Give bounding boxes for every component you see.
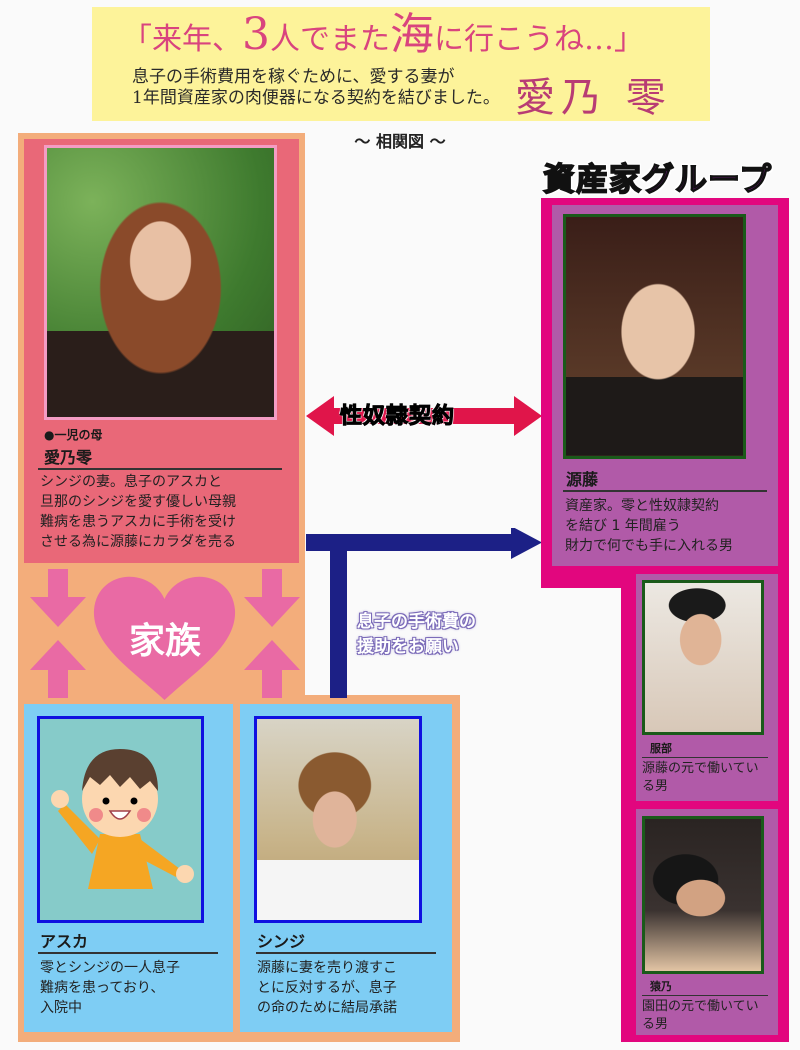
desc-line: 難病を患っており、 bbox=[40, 980, 165, 996]
subtitle-line: 1年間資産家の肉便器になる契約を結びました。 bbox=[132, 88, 500, 108]
desc-line: る男 bbox=[642, 1017, 669, 1032]
request-line: 息子の手術費の bbox=[357, 612, 476, 632]
subtitle-line: 息子の手術費用を稼ぐために、愛する妻が bbox=[132, 67, 455, 87]
rei-name: 愛乃零 bbox=[44, 448, 93, 467]
hattori-description: 源藤の元で働いてい る男 bbox=[642, 760, 777, 796]
quote-part: に行こうね…」 bbox=[434, 22, 644, 57]
rei-subtitle: ●一児の母 bbox=[44, 428, 103, 442]
quote-part: 人でまた bbox=[270, 22, 390, 57]
desc-line: る男 bbox=[642, 779, 669, 794]
banner-quote: 「来年、3人でまた海に行こうね…」 bbox=[122, 13, 644, 58]
rei-description: シンジの妻。息子のアスカと 旦那のシンジを愛す優しい母親 難病を患うアスカに手術… bbox=[40, 472, 290, 552]
desc-line: 零とシンジの一人息子 bbox=[40, 960, 180, 976]
quote-sea: 海 bbox=[390, 9, 434, 60]
rei-photo bbox=[44, 145, 277, 420]
request-label: 息子の手術費の 援助をお願い bbox=[357, 610, 476, 660]
divider bbox=[642, 757, 768, 758]
double-arrow-icon bbox=[306, 396, 542, 436]
desc-line: 源藤に妻を売り渡すこ bbox=[257, 960, 397, 976]
asuka-name: アスカ bbox=[40, 932, 89, 951]
request-arrow-icon bbox=[306, 528, 542, 698]
divider bbox=[38, 468, 282, 470]
shinji-name: シンジ bbox=[257, 932, 306, 951]
divider bbox=[563, 490, 767, 492]
genfuji-name: 源藤 bbox=[566, 470, 599, 489]
actress-name: 愛乃 零 bbox=[515, 75, 672, 121]
title-banner: 「来年、3人でまた海に行こうね…」 息子の手術費用を稼ぐために、愛する妻が 1年… bbox=[92, 7, 710, 121]
sarno-description: 園田の元で働いてい る男 bbox=[642, 998, 777, 1034]
divider bbox=[256, 952, 436, 954]
arrow-up-icon bbox=[30, 640, 86, 698]
child-illustration-icon bbox=[51, 749, 194, 889]
banner-subtitle: 息子の手術費用を稼ぐために、愛する妻が 1年間資産家の肉便器になる契約を結びまし… bbox=[132, 67, 500, 109]
arrow-up-icon bbox=[244, 640, 300, 698]
desc-line: の命のために結局承諾 bbox=[257, 1000, 397, 1016]
sarno-name: 猿乃 bbox=[650, 980, 672, 993]
hattori-photo bbox=[642, 580, 764, 735]
desc-line: 園田の元で働いてい bbox=[642, 999, 759, 1014]
contract-label: 性奴隷契約 bbox=[339, 404, 456, 430]
desc-line: させる為に源藤にカラダを売る bbox=[40, 534, 236, 550]
shinji-photo bbox=[254, 716, 422, 923]
desc-line: 旦那のシンジを愛す優しい母親 bbox=[40, 494, 236, 510]
arrow-down-icon bbox=[244, 569, 300, 627]
desc-line: を結び 1 年間雇う bbox=[565, 518, 681, 534]
desc-line: 資産家。零と性奴隷契約 bbox=[565, 498, 719, 514]
quote-part: 「来年、 bbox=[122, 22, 242, 57]
group-title: 資産家グループ bbox=[542, 159, 773, 199]
asuka-photo bbox=[37, 716, 204, 923]
divider bbox=[642, 995, 768, 996]
hattori-name: 服部 bbox=[650, 742, 672, 755]
family-label: 家族 bbox=[128, 621, 201, 662]
shinji-description: 源藤に妻を売り渡すこ とに反対するが、息子 の命のために結局承諾 bbox=[257, 958, 452, 1018]
chart-title: 〜 相関図 〜 bbox=[354, 132, 446, 151]
desc-line: 源藤の元で働いてい bbox=[642, 761, 759, 776]
desc-line: とに反対するが、息子 bbox=[257, 980, 397, 996]
genfuji-photo bbox=[563, 214, 746, 459]
desc-line: 難病を患うアスカに手術を受け bbox=[40, 514, 236, 530]
request-line: 援助をお願い bbox=[357, 637, 459, 657]
genfuji-description: 資産家。零と性奴隷契約 を結び 1 年間雇う 財力で何でも手に入れる男 bbox=[565, 496, 780, 556]
asuka-description: 零とシンジの一人息子 難病を患っており、 入院中 bbox=[40, 958, 230, 1018]
desc-line: 財力で何でも手に入れる男 bbox=[565, 538, 733, 554]
desc-line: シンジの妻。息子のアスカと bbox=[40, 474, 222, 490]
sarno-photo bbox=[642, 816, 764, 974]
divider bbox=[38, 952, 218, 954]
desc-line: 入院中 bbox=[40, 1000, 82, 1016]
quote-number: 3 bbox=[242, 9, 270, 60]
arrow-down-icon bbox=[30, 569, 86, 627]
heart-icon bbox=[93, 576, 236, 700]
